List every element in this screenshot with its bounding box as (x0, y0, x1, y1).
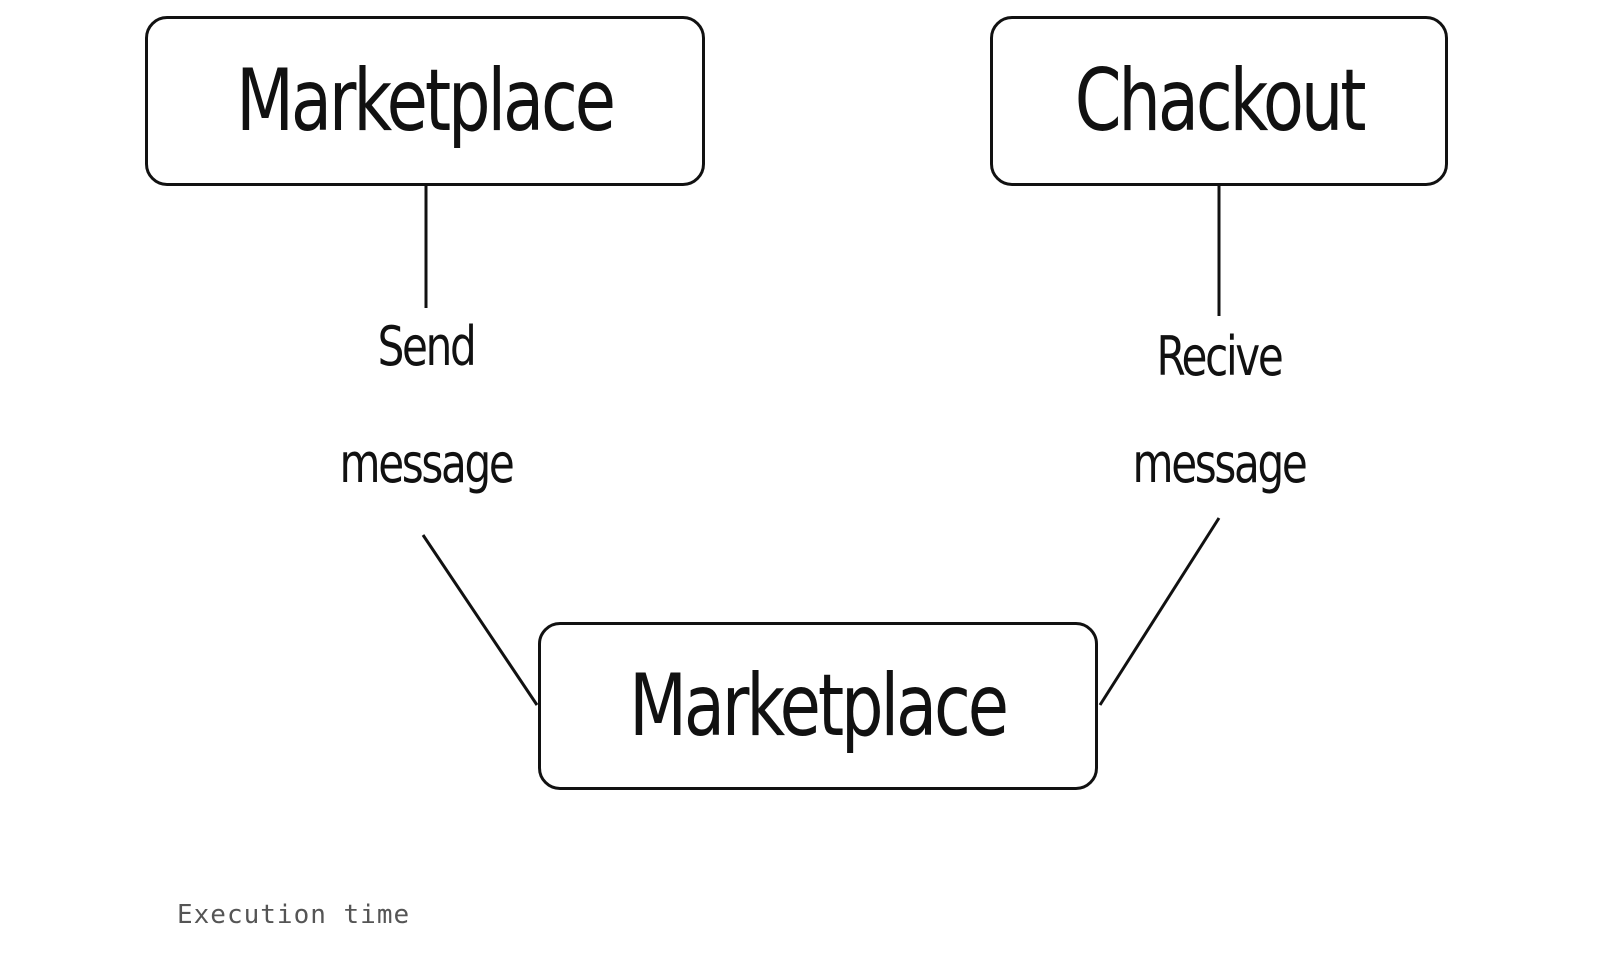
edge-left-bottom (421, 534, 539, 706)
node-marketplace-bottom[interactable]: Marketplace (538, 622, 1098, 790)
edge-label-receive: Recive (1156, 325, 1284, 388)
edge-label-send: Send (377, 315, 477, 378)
node-checkout[interactable]: Chackout (990, 16, 1448, 186)
edge-label-receive-message: message (1132, 432, 1308, 495)
footer-caption: Execution time (177, 900, 411, 930)
node-marketplace-top[interactable]: Marketplace (145, 16, 705, 186)
node-label: Marketplace (236, 51, 617, 151)
node-label: Marketplace (629, 656, 1010, 756)
edge-right-bottom (1098, 517, 1221, 706)
node-label: Chackout (1074, 51, 1367, 151)
edge-label-send-message: message (339, 432, 515, 495)
